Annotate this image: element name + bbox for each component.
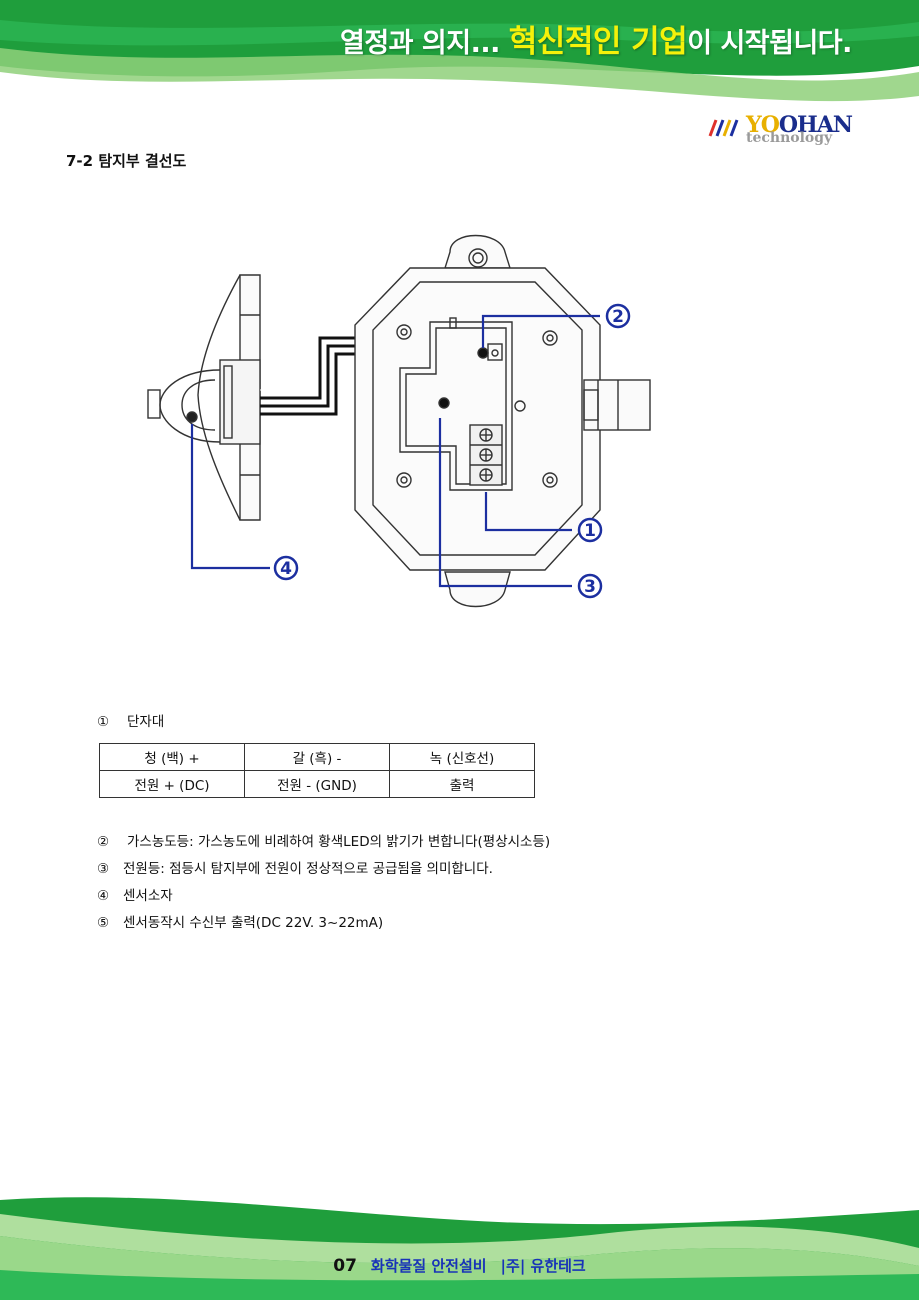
svg-text:4: 4 [280, 559, 292, 579]
header-slogan: 열정과 의지... 혁신적인 기업이 시작됩니다. [340, 24, 852, 60]
detector-body [354, 234, 651, 608]
legend-item-3: ③ 전원등: 점등시 탐지부에 전원이 정상적으로 공급됨을 의미합니다. [97, 857, 493, 877]
table-cell: 청 (백) + [99, 743, 245, 771]
svg-text:3: 3 [584, 577, 596, 597]
legend-item-2-number: ② [97, 834, 110, 850]
page-number: 07 [333, 1256, 357, 1276]
table-cell: 전원 + (DC) [99, 770, 245, 798]
table-row: 전원 + (DC) 전원 - (GND) 출력 [99, 770, 535, 798]
legend-item-1-number: ① [97, 714, 110, 730]
slogan-highlight: 혁신적인 기업 [508, 24, 688, 60]
callout-markers: ② 2 1 3 4 [273, 303, 631, 599]
header-wave-band [0, 0, 919, 102]
legend-item-1: ① 단자대 [97, 710, 164, 730]
yoohan-logo-icon [708, 119, 739, 137]
table-cell: 출력 [389, 770, 535, 798]
legend-item-4: ④ 센서소자 [97, 884, 173, 904]
legend-item-3-number: ③ [97, 861, 110, 877]
svg-text:1: 1 [584, 521, 596, 541]
callout-lines [190, 314, 600, 588]
legend-item-1-text: 단자대 [127, 714, 165, 730]
logo-wordmark: YOOHAN [746, 112, 853, 138]
footer-category: 화학물질 안전설비 [370, 1257, 487, 1275]
footer-wave-band [0, 1197, 919, 1300]
legend-item-5-text: 센서동작시 수신부 출력(DC 22V. 3~22mA) [123, 915, 384, 931]
legend-item-2: ② 가스농도등: 가스농도에 비례하여 황색LED의 밝기가 변합니다(평상시소등… [97, 830, 550, 850]
logo-subtitle: technology [746, 130, 833, 146]
footer-company: |주| 유한테크 [500, 1257, 586, 1275]
section-title: 7-2 탐지부 결선도 [66, 152, 187, 170]
table-cell: 갈 (흑) - [244, 743, 390, 771]
table-row: 청 (백) + 갈 (흑) - 녹 (신호선) [99, 743, 535, 771]
sensor-head [147, 274, 261, 521]
table-cell: 녹 (신호선) [389, 743, 535, 771]
footer: 07 화학물질 안전설비 |주| 유한테크 [0, 1255, 919, 1276]
svg-text:2: 2 [612, 307, 624, 327]
terminal-table: 청 (백) + 갈 (흑) - 녹 (신호선) 전원 + (DC) 전원 - (… [99, 743, 535, 798]
legend-item-4-text: 센서소자 [123, 888, 173, 904]
legend-item-5: ⑤ 센서동작시 수신부 출력(DC 22V. 3~22mA) [97, 911, 383, 931]
legend-item-2-text: 가스농도등: 가스농도에 비례하여 황색LED의 밝기가 변합니다(평상시소등) [127, 834, 551, 850]
wiring-diagram: ② 2 1 3 4 [147, 234, 651, 608]
table-cell: 전원 - (GND) [244, 770, 390, 798]
legend-item-4-number: ④ [97, 888, 110, 904]
legend-item-3-text: 전원등: 점등시 탐지부에 전원이 정상적으로 공급됨을 의미합니다. [123, 861, 493, 877]
legend-item-5-number: ⑤ [97, 915, 110, 931]
